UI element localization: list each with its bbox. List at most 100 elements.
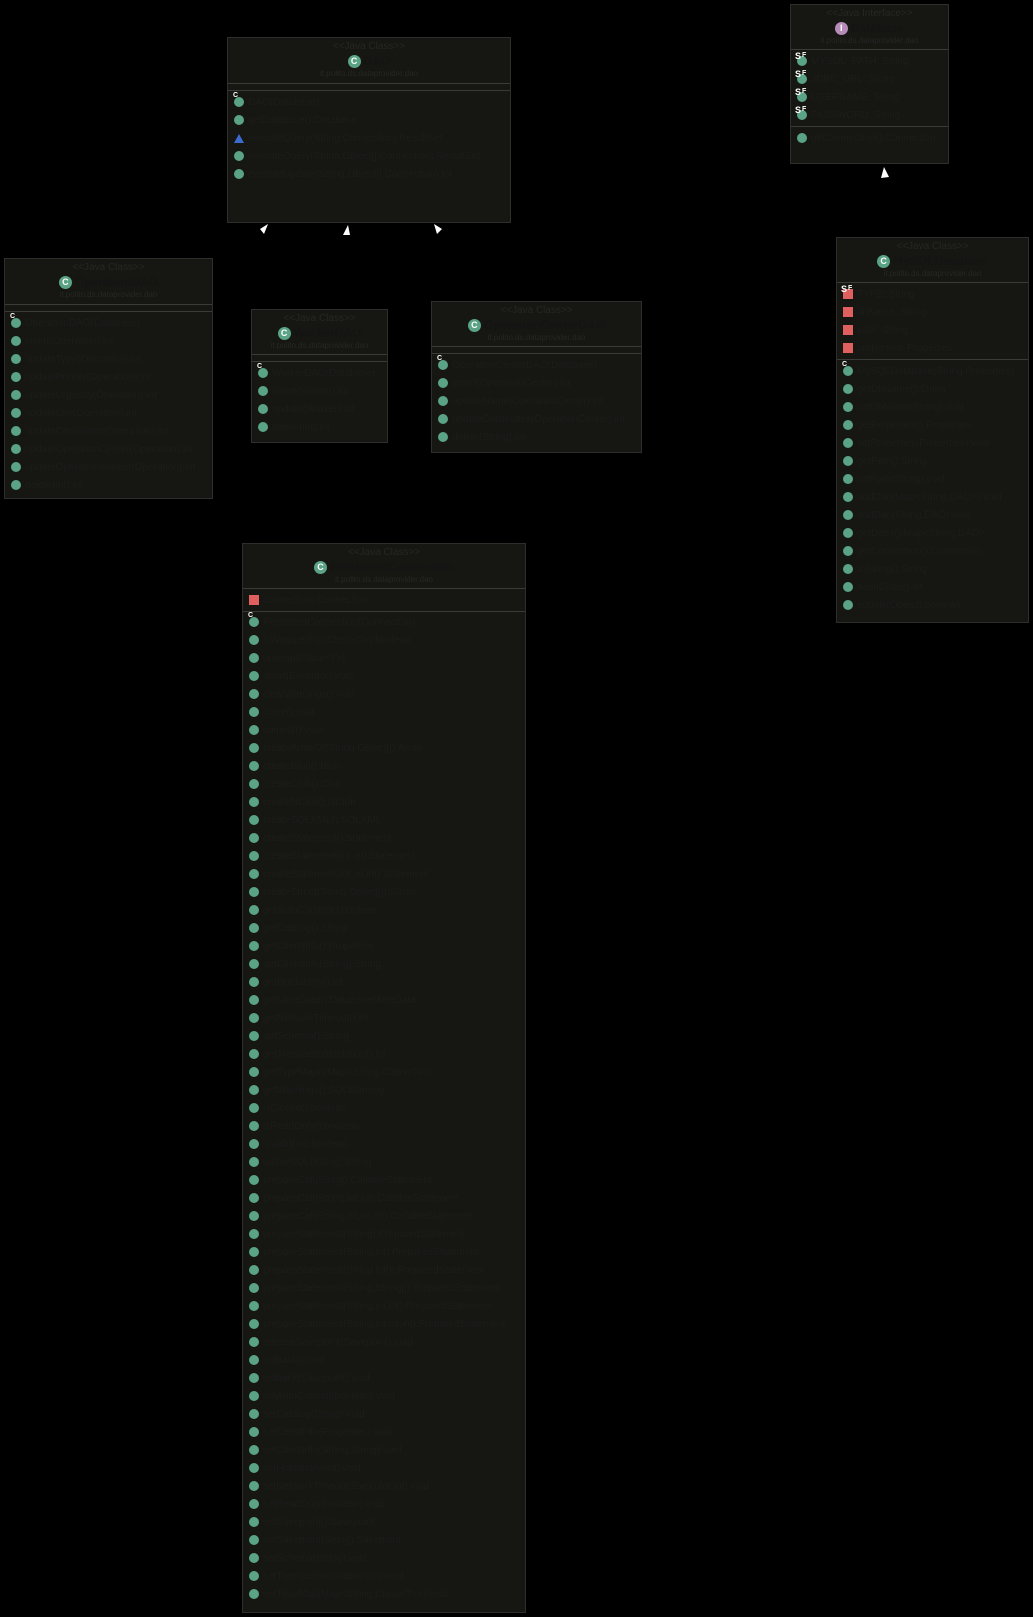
- method-row[interactable]: prepareCall(String):CallableStatement: [243, 1171, 525, 1189]
- method-row[interactable]: createBlob():Blob: [243, 757, 525, 775]
- method-row[interactable]: getClientInfo():Properties: [243, 937, 525, 955]
- method-row[interactable]: insert(Operation):int: [5, 332, 212, 350]
- method-row[interactable]: isValid(int):boolean: [243, 1135, 525, 1153]
- method-row[interactable]: toString():String: [837, 560, 1028, 578]
- method-row[interactable]: createArrayOf(String,Object[]):Array: [243, 739, 525, 757]
- method-row[interactable]: insert(OperationCenter):int: [432, 374, 641, 392]
- method-row[interactable]: rollback():void: [243, 1351, 525, 1369]
- method-row[interactable]: setSchema(String):void: [243, 1549, 525, 1567]
- method-row[interactable]: setTypeMap(Map<String,Class<?>>):void: [243, 1585, 525, 1603]
- method-row[interactable]: updateUrgency(Operation):int: [5, 386, 212, 404]
- method-row[interactable]: setSavepoint(String):Savepoint: [243, 1531, 525, 1549]
- method-row[interactable]: updateOperationWorker(Operation):int: [5, 458, 212, 476]
- method-row[interactable]: updateName(OperationCenter):int: [432, 392, 641, 410]
- method-row[interactable]: setDbName(String):void: [837, 398, 1028, 416]
- method-row[interactable]: close():void: [243, 703, 525, 721]
- method-row[interactable]: setNetworkTimeout(Executor,int):void: [243, 1477, 525, 1495]
- method-row[interactable]: getDatabase():Database: [228, 111, 510, 129]
- method-row[interactable]: createStruct(String,Object[]):Struct: [243, 883, 525, 901]
- method-row[interactable]: getHoldability():int: [243, 973, 525, 991]
- method-row[interactable]: rollback(Savepoint):void: [243, 1369, 525, 1387]
- method-row[interactable]: delete(int):int: [252, 418, 387, 436]
- method-row[interactable]: unwrap(Class<T>): [243, 649, 525, 667]
- method-row[interactable]: isClosed():boolean: [243, 1099, 525, 1117]
- method-row[interactable]: getAutoCommit():boolean: [243, 901, 525, 919]
- method-row[interactable]: prepareStatement(String,String[]):Prepar…: [243, 1279, 525, 1297]
- method-row[interactable]: addDao(Map<String,DAO>):void: [837, 488, 1028, 506]
- method-row[interactable]: getTypeMap():Map<String,Class<?>>: [243, 1063, 525, 1081]
- method-row[interactable]: createClob():Clob: [243, 775, 525, 793]
- method-row[interactable]: executeUpdate(String,Object[],Connection…: [228, 165, 510, 183]
- method-row[interactable]: getDbName():String: [837, 380, 1028, 398]
- method-row[interactable]: createStatement():Statement: [243, 829, 525, 847]
- method-row[interactable]: getClientInfo(String):String: [243, 955, 525, 973]
- method-row[interactable]: createStatement(int,int):Statement: [243, 847, 525, 865]
- method-row[interactable]: equals(Object):boolean: [837, 596, 1028, 614]
- method-row[interactable]: prepareCall(String,int,int):CallableStat…: [243, 1189, 525, 1207]
- method-row[interactable]: updatePriority(Operation):int: [5, 368, 212, 386]
- method-row[interactable]: releaseSavepoint(Savepoint):void: [243, 1333, 525, 1351]
- method-row[interactable]: setProperties(Properties):void: [837, 434, 1028, 452]
- method-row[interactable]: prepareStatement(String,int,int,int):Pre…: [243, 1315, 525, 1333]
- method-row[interactable]: setHoldability(int):void: [243, 1459, 525, 1477]
- method-row[interactable]: nativeSQL(String):String: [243, 1153, 525, 1171]
- method-row[interactable]: getPath():String: [837, 452, 1028, 470]
- method-row[interactable]: getSchema():String: [243, 1027, 525, 1045]
- method-row[interactable]: getCatalog():String: [243, 919, 525, 937]
- method-row[interactable]: isReadOnly():boolean: [243, 1117, 525, 1135]
- method-row[interactable]: createNClob():NClob: [243, 793, 525, 811]
- method-row[interactable]: setClientInfo(Properties):void: [243, 1423, 525, 1441]
- method-row[interactable]: commit():void: [243, 721, 525, 739]
- method-row[interactable]: createStatement(int,int,int):Statement: [243, 865, 525, 883]
- method-row[interactable]: getProperties():Properties: [837, 416, 1028, 434]
- method-row[interactable]: setPath(String):void: [837, 470, 1028, 488]
- method-row[interactable]: update(Worker):int: [252, 400, 387, 418]
- field-row[interactable]: path: String: [837, 321, 1028, 339]
- field-row[interactable]: connection: Connection: [243, 591, 525, 609]
- method-row[interactable]: getTransactionIsolation():int: [243, 1045, 525, 1063]
- method-row[interactable]: prepareStatement(String):PreparedStateme…: [243, 1225, 525, 1243]
- method-row[interactable]: executeQuery(String,Connection):ResultSe…: [228, 129, 510, 147]
- method-row[interactable]: hashCode():int: [837, 578, 1028, 596]
- method-row[interactable]: getConnection():Connection: [837, 542, 1028, 560]
- method-row[interactable]: addDao(String,DAO):void: [837, 506, 1028, 524]
- method-row[interactable]: updateCordinates(OperationCenter):int: [432, 410, 641, 428]
- method-row[interactable]: executeQuery(String,Object[],Connection)…: [228, 147, 510, 165]
- method-row[interactable]: getMetaData():DatabaseMetaData: [243, 991, 525, 1009]
- method-row[interactable]: clearWarnings():void: [243, 685, 525, 703]
- method-row[interactable]: setTransactionIsolation(int):void: [243, 1567, 525, 1585]
- method-row[interactable]: setReadOnly(boolean):void: [243, 1495, 525, 1513]
- method-row[interactable]: getWarnings():SQLWarning: [243, 1081, 525, 1099]
- method-row[interactable]: setClientInfo(String,String):void: [243, 1441, 525, 1459]
- method-row[interactable]: updateOperationCenter(Operation):int: [5, 440, 212, 458]
- method-row[interactable]: prepareStatement(String,int,int):Prepare…: [243, 1297, 525, 1315]
- method-row[interactable]: insert(Worker):int: [252, 382, 387, 400]
- method-row[interactable]: prepareStatement(String,int):PreparedSta…: [243, 1243, 525, 1261]
- method-row[interactable]: createSQLXML():SQLXML: [243, 811, 525, 829]
- method-row[interactable]: updateCardinates(Operation):int: [5, 422, 212, 440]
- method-row[interactable]: getDaos():Map<String,DAO>: [837, 524, 1028, 542]
- field-row[interactable]: properties: Properties: [837, 339, 1028, 357]
- method-row[interactable]: delete(int):int: [5, 476, 212, 494]
- method-row[interactable]: updateCity(Operation):int: [5, 404, 212, 422]
- method-row[interactable]: prepareStatement(String,int[]):PreparedS…: [243, 1261, 525, 1279]
- method-row[interactable]: setAutoCommit(boolean):void: [243, 1387, 525, 1405]
- method-row[interactable]: setSavepoint():Savepoint: [243, 1513, 525, 1531]
